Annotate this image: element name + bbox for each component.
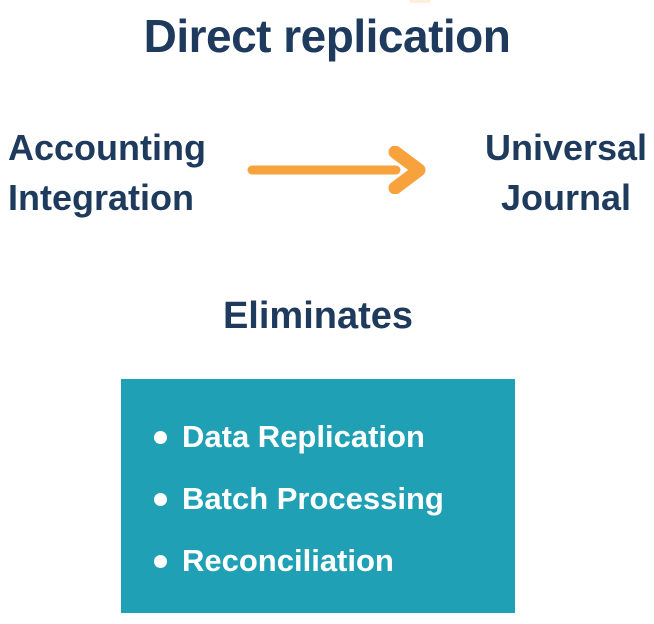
list-item: Data Replication [154,419,515,454]
list-item-label: Batch Processing [182,481,444,516]
eliminates-list: Data Replication Batch Processing Reconc… [121,379,515,578]
flow-source-label: Accounting Integration [8,123,206,223]
right-arrow-icon [247,146,426,194]
bullet-icon [154,554,167,568]
page-title: Direct replication [143,10,511,62]
top-edge-artifact [409,0,431,3]
list-item: Reconciliation [154,543,515,578]
list-item-label: Reconciliation [182,543,394,578]
list-item: Batch Processing [154,481,515,516]
flow-target-line1: Universal [484,127,648,168]
flow-source-line1: Accounting [8,127,206,168]
bullet-icon [154,430,167,444]
eliminates-heading: Eliminates [222,295,414,337]
bullet-icon [154,492,167,506]
flow-target-line2: Journal [500,177,632,218]
flow-source-line2: Integration [8,177,194,218]
eliminates-box: Data Replication Batch Processing Reconc… [121,379,515,613]
list-item-label: Data Replication [182,419,425,454]
flow-target-label: Universal Journal [478,123,654,223]
